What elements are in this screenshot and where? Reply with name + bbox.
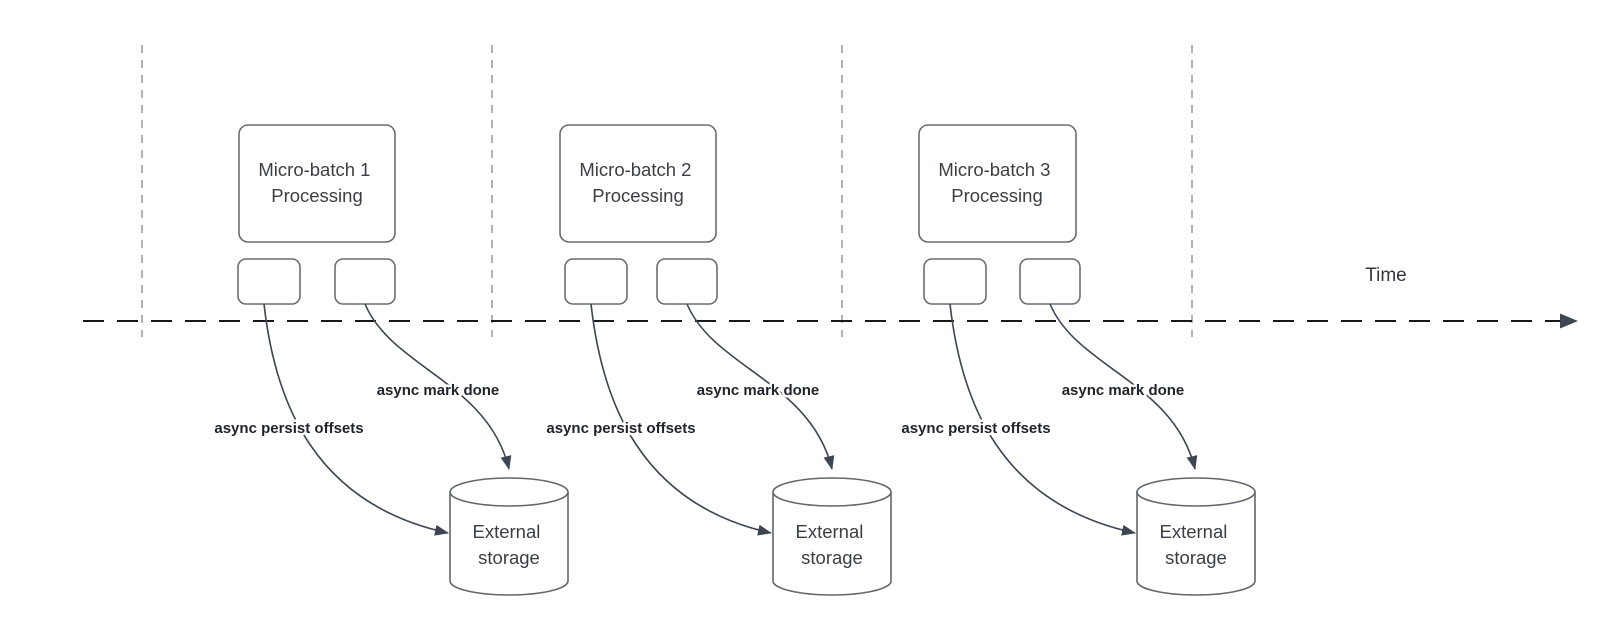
- cylinder-top-arc: [449, 491, 569, 507]
- external-storage-label: External storage: [472, 521, 545, 568]
- cylinder-body: [449, 477, 569, 596]
- processing-box-label-line2: Processing: [951, 185, 1043, 206]
- persist-offsets-arrow: [949, 303, 1136, 536]
- persist-offsets-label: async persist offsets: [901, 420, 1050, 437]
- mark-done-arrow: [364, 303, 512, 470]
- processing-box-label-line2: Processing: [592, 185, 684, 206]
- processing-box-label-line1: Micro-batch 2: [579, 159, 691, 180]
- persist-offsets-label: async persist offsets: [214, 420, 363, 437]
- offset-task-box: [564, 258, 628, 305]
- external-storage-cylinder: [772, 477, 892, 596]
- external-storage-label-line2: storage: [1165, 547, 1227, 568]
- done-task-box: [334, 258, 396, 305]
- mark-done-label: async mark done: [1062, 382, 1185, 399]
- processing-box-label-line1: Micro-batch 1: [258, 159, 370, 180]
- cylinder-body: [772, 477, 892, 596]
- external-storage-label-line2: storage: [801, 547, 863, 568]
- microbatch-section-3: Micro-batch 3 Processing async persist o…: [899, 124, 1256, 596]
- processing-box: [918, 124, 1077, 243]
- done-task-box: [656, 258, 718, 305]
- time-axis-arrowhead-icon: [1560, 313, 1578, 329]
- processing-box: [238, 124, 396, 243]
- offset-task-box: [923, 258, 987, 305]
- external-storage-cylinder: [449, 477, 569, 596]
- mark-done-arrow: [1049, 303, 1198, 470]
- time-axis-label: Time: [1365, 265, 1407, 286]
- processing-box-label: Micro-batch 1 Processing: [258, 159, 375, 206]
- microbatch-section-1: Micro-batch 1 Processing async persist o…: [212, 124, 569, 596]
- processing-box-label-line2: Processing: [271, 185, 363, 206]
- offset-task-box: [237, 258, 301, 305]
- processing-box-label: Micro-batch 3 Processing: [938, 159, 1055, 206]
- external-storage-label: External storage: [795, 521, 868, 568]
- mark-done-arrow: [686, 303, 835, 470]
- mark-done-label: async mark done: [377, 382, 500, 399]
- persist-offsets-arrow: [263, 303, 449, 536]
- processing-box-label-line1: Micro-batch 3: [938, 159, 1050, 180]
- processing-box: [559, 124, 717, 243]
- external-storage-cylinder: [1136, 477, 1256, 596]
- persist-offsets-arrow: [590, 303, 772, 536]
- external-storage-label-line1: External: [1159, 521, 1227, 542]
- processing-box-label: Micro-batch 2 Processing: [579, 159, 696, 206]
- external-storage-label: External storage: [1159, 521, 1232, 568]
- mark-done-label: async mark done: [697, 382, 820, 399]
- persist-offsets-label: async persist offsets: [546, 420, 695, 437]
- external-storage-label-line1: External: [795, 521, 863, 542]
- cylinder-body: [1136, 477, 1256, 596]
- microbatch-section-2: Micro-batch 2 Processing async persist o…: [544, 124, 892, 596]
- cylinder-top-arc: [1136, 491, 1256, 507]
- cylinder-top-arc: [772, 491, 892, 507]
- external-storage-label-line1: External: [472, 521, 540, 542]
- done-task-box: [1019, 258, 1081, 305]
- external-storage-label-line2: storage: [478, 547, 540, 568]
